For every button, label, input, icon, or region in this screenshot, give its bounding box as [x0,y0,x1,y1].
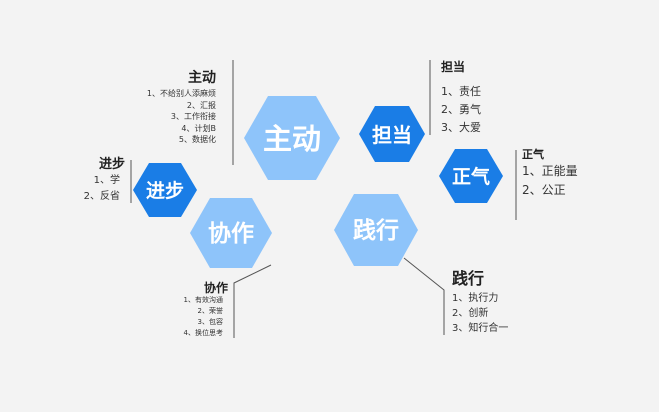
hex-jianxing: 践行 [334,194,418,266]
hex-zhengqi: 正气 [439,149,503,203]
list-item: 4、换位思考 [183,329,223,337]
list-item: 1、学 [93,175,120,186]
list-item: 2、勇气 [441,103,481,116]
list-item: 2、反省 [83,191,120,202]
hex-dandang-label: 担当 [372,123,412,147]
hex-dandang: 担当 [359,106,425,162]
hex-zhudong: 主动 [244,96,340,180]
list-item: 2、公正 [522,183,566,197]
zhengqi-title: 正气 [522,148,544,161]
hex-jinbu: 进步 [133,163,197,217]
list-item: 1、有效沟通 [183,296,223,304]
zhudong-title: 主动 [188,70,216,86]
list-item: 1、责任 [441,85,481,98]
list-item: 3、工作衔接 [170,112,216,122]
list-item: 1、不给别人添麻烦 [146,89,216,98]
list-item: 3、知行合一 [452,323,509,334]
jinbu-title: 进步 [98,157,125,172]
zhudong-list: 1、不给别人添麻烦 2、汇报 3、工作衔接 4、计划B 5、数据化 [147,88,216,146]
xiezuo-title: 协作 [203,281,228,295]
dandang-title: 担当 [441,60,466,74]
list-item: 3、包容 [197,318,223,326]
dandang-list: 1、责任 2、勇气 3、大爱 [441,83,481,137]
xiezuo-list: 1、有效沟通 2、荣誉 3、包容 4、换位思考 [184,295,223,339]
xiezuo-line [233,264,272,338]
hex-jianxing-label: 践行 [353,217,399,244]
jianxing-line [403,257,445,335]
list-item: 3、大爱 [441,121,481,134]
list-item: 2、创新 [452,308,489,319]
jinbu-list: 1、学 2、反省 [84,173,120,205]
hex-xiezuo: 协作 [190,198,272,268]
list-item: 1、正能量 [522,164,578,178]
jianxing-title: 践行 [452,269,485,288]
list-item: 2、荣誉 [197,307,223,315]
zhengqi-list: 1、正能量 2、公正 [522,162,578,200]
list-item: 5、数据化 [178,135,216,145]
list-item: 2、汇报 [186,100,216,110]
hex-xiezuo-label: 协作 [208,221,254,247]
hex-zhudong-label: 主动 [263,122,321,156]
hex-jinbu-label: 进步 [146,180,184,202]
hex-zhengqi-label: 正气 [452,165,490,188]
list-item: 4、计划B [181,123,216,133]
list-item: 1、执行力 [452,293,499,304]
jianxing-list: 1、执行力 2、创新 3、知行合一 [452,291,508,336]
